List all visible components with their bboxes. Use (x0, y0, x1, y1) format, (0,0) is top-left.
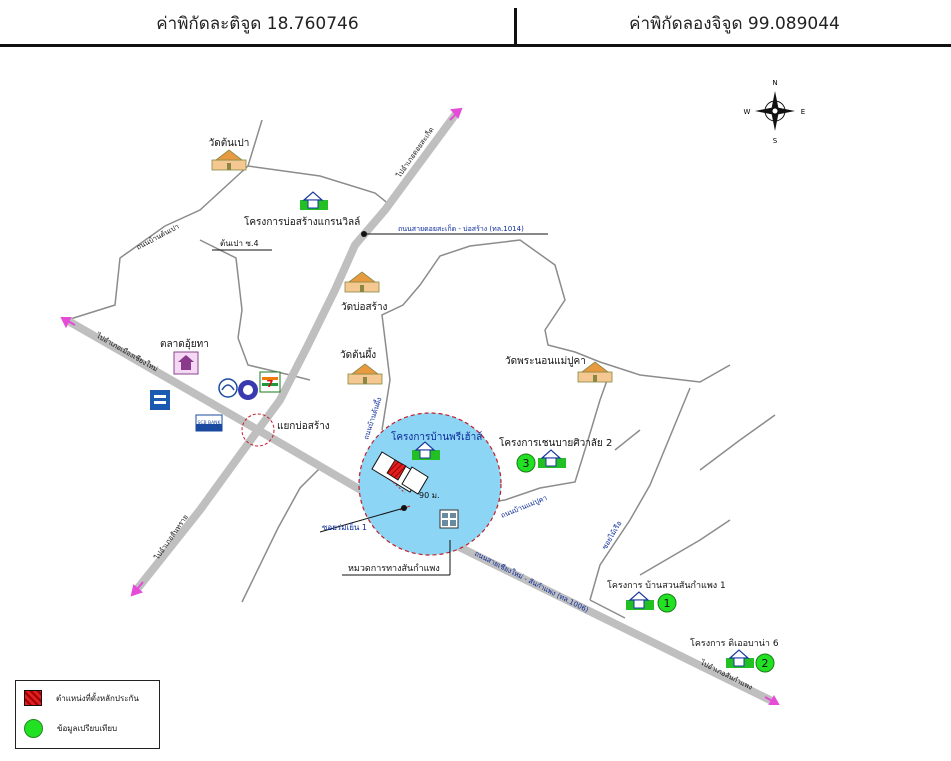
temple-icon-pra-non (577, 361, 613, 383)
bosang-junction-marker (241, 413, 275, 447)
label-bosang-junction: แยกบ่อสร้าง (277, 420, 330, 432)
label-underlines (212, 233, 548, 576)
compass-w: W (744, 108, 751, 116)
label-project-dwell: โครงการ ดิเออบาน่า 6 (690, 638, 779, 649)
label-wat-ton-pueng: วัดต้นผึ้ง (340, 347, 376, 361)
label-project-baan-house: โครงการบ้านพรีเฮ้าส์ (391, 430, 482, 443)
road-ton-pueng (381, 239, 731, 431)
coordinate-header: ค่าพิกัดละติจูด 18.760746 ค่าพิกัดลองจิจ… (0, 0, 951, 47)
subject-swatch (24, 690, 42, 706)
house-icon-subject (412, 441, 440, 460)
temple-icon-bosang (344, 271, 380, 293)
house-icon-comparable-1 (626, 591, 654, 610)
comparable-marker-2: 2 (755, 653, 775, 673)
road-east (699, 414, 776, 471)
svg-text:3: 3 (523, 457, 530, 470)
road-doi-saket (134, 111, 459, 592)
latitude-text: ค่าพิกัดละติจูด 18.760746 (156, 13, 359, 34)
house-icon-comparable-3 (538, 449, 566, 468)
compass-n: N (772, 79, 777, 87)
compass-e: E (801, 108, 805, 116)
label-road-mae-pu-kha: ถนนบ้านแม่ปูคา (500, 494, 549, 520)
header-divider (514, 8, 517, 46)
main-roads (66, 111, 774, 704)
label-road-1006: ถนนสายเชียงใหม่ - สันกำแพง (ทล.1006) (473, 549, 590, 615)
label-highway-office: หมวดการทางสันกำแพง (348, 563, 440, 574)
road-east-b (639, 519, 731, 576)
comparable-marker-3: 3 (516, 453, 536, 473)
bank-icon-left (150, 390, 170, 410)
seven-eleven-icon: 7 (259, 371, 281, 393)
legend-row-subject: ตำแหน่งที่ตั้งหลักประกัน (24, 690, 139, 706)
road-grandville (247, 165, 391, 206)
label-to-chiang-mai: ไปอำเภอเมืองเชียงใหม่ (94, 330, 159, 373)
road-ton-pao-soi (199, 239, 243, 339)
bank-sign-text: SCB BANK (198, 420, 222, 426)
house-icon-comparable-2 (726, 649, 754, 668)
highway-office-icon (439, 509, 459, 529)
label-market: ตลาดอุ้ยทา (160, 338, 209, 350)
bank-icon-krungthai (218, 378, 238, 398)
label-road-1014: ถนนสายดอยสะเก็ด - บ่อสร้าง (ทล.1014) (398, 224, 524, 233)
bank-sign-icon (195, 414, 223, 432)
distance-label: 90 ม. (419, 491, 440, 500)
label-wat-ton-pao: วัดต้นเปา (209, 137, 250, 149)
road-pra-non (469, 371, 611, 506)
longitude-text: ค่าพิกัดลองจิจูด 99.089044 (629, 13, 840, 34)
label-wat-pra-non: วัดพระนอนแม่ปูคา (505, 356, 586, 367)
road-short (614, 429, 641, 451)
temple-icon-ton-pao (211, 149, 247, 171)
svg-text:1: 1 (664, 597, 671, 610)
temple-icon-ton-pueng (347, 363, 383, 385)
map-legend: ตำแหน่งที่ตั้งหลักประกัน ข้อมูลเปรียบเที… (15, 680, 160, 749)
label-soi-ruam: ซอยร่มเย็น 1 (322, 522, 367, 532)
house-icon-grandville (300, 191, 328, 210)
svg-text:2: 2 (762, 657, 769, 670)
comparable-marker-1: 1 (657, 593, 677, 613)
compass-rose (755, 91, 795, 131)
road-market (237, 337, 311, 381)
road-mai-ruen (589, 387, 691, 601)
legend-subject-text: ตำแหน่งที่ตั้งหลักประกัน (56, 693, 139, 703)
minor-roads (63, 119, 776, 619)
svg-text:7: 7 (267, 379, 274, 390)
comparable-swatch (24, 719, 43, 738)
road-soi-ruam (241, 467, 321, 603)
label-project-grandville: โครงการบ่อสร้างแกรนวิลล์ (244, 215, 360, 228)
legend-comparable-text: ข้อมูลเปรียบเทียบ (57, 724, 118, 733)
header-underline (0, 44, 951, 47)
label-wat-bosang: วัดบ่อสร้าง (341, 301, 388, 313)
legend-row-comparable: ข้อมูลเปรียบเทียบ (24, 719, 117, 738)
road-chiangmai-sankamphaeng (66, 318, 774, 704)
subject-site (371, 451, 429, 495)
market-icon (173, 351, 199, 375)
label-ton-pao-soi: ต้นเปา ซ.4 (220, 239, 259, 248)
road-soi-suan (589, 599, 626, 619)
label-project-chanthana: โครงการเชนบายศิวาลัย 2 (499, 436, 612, 449)
road-end-arrows (60, 107, 780, 705)
label-to-san-sai: ไปอำเภอสันทราย (152, 513, 190, 562)
bank-icon-scb-purple (238, 380, 258, 400)
compass-s: S (773, 137, 778, 145)
label-road-ton-pao: ถนนบ้านต้นเปา (135, 223, 180, 252)
label-project-suan: โครงการ บ้านสวนสันกำแพง 1 (607, 580, 726, 591)
road-ton-pao-loop (63, 119, 263, 322)
subject-area-circle (358, 412, 502, 556)
